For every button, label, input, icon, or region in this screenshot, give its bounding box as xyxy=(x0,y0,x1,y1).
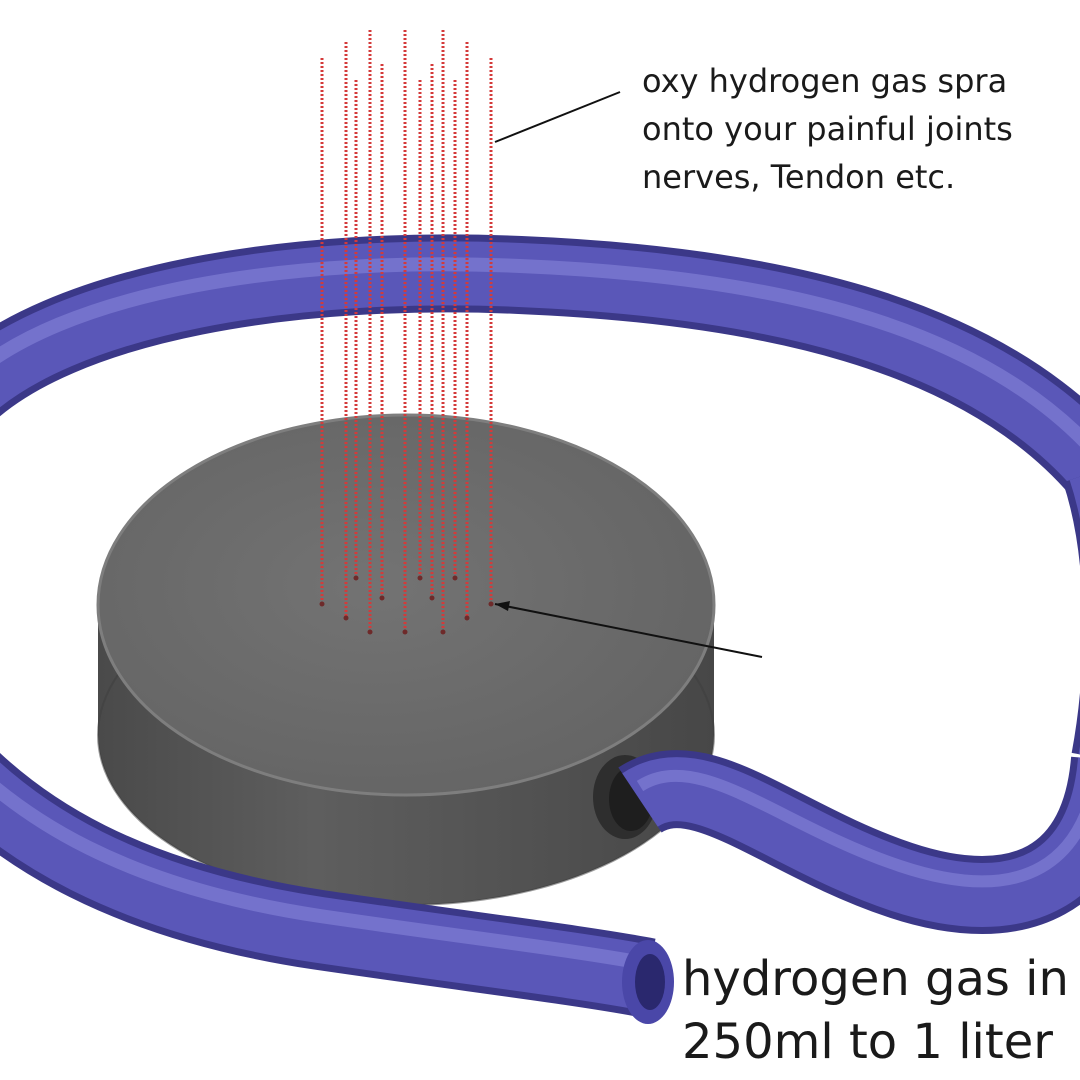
nozzle-hole xyxy=(417,575,423,581)
nozzle-hole xyxy=(343,615,349,621)
nozzle-hole xyxy=(353,575,359,581)
nozzle-hole xyxy=(488,601,494,607)
nozzle-hole xyxy=(464,615,470,621)
annotation-top-line3: nerves, Tendon etc. xyxy=(642,158,955,196)
annotation-bottom-line1: hydrogen gas in xyxy=(682,951,1069,1007)
hose-back-loop xyxy=(0,234,1080,496)
nozzle-hole xyxy=(367,629,373,635)
annotation-top-line2: onto your painful joints xyxy=(642,110,1013,148)
diffuser-puck-icon xyxy=(96,413,716,906)
gas-stream-icon xyxy=(319,30,494,635)
nozzle-hole xyxy=(429,595,435,601)
annotation-top-line1: oxy hydrogen gas spra xyxy=(642,62,1007,100)
nozzle-hole xyxy=(440,629,446,635)
leader-lines xyxy=(494,91,763,658)
nozzle-hole xyxy=(452,575,458,581)
leader-line-top xyxy=(494,91,621,143)
nozzle-hole xyxy=(402,629,408,635)
leader-line-puck xyxy=(494,603,763,658)
nozzle-hole xyxy=(319,601,325,607)
nozzle-hole xyxy=(379,595,385,601)
annotation-bottom-line2: 250ml to 1 liter xyxy=(682,1014,1053,1070)
hose-tube-icon xyxy=(0,476,1080,1024)
